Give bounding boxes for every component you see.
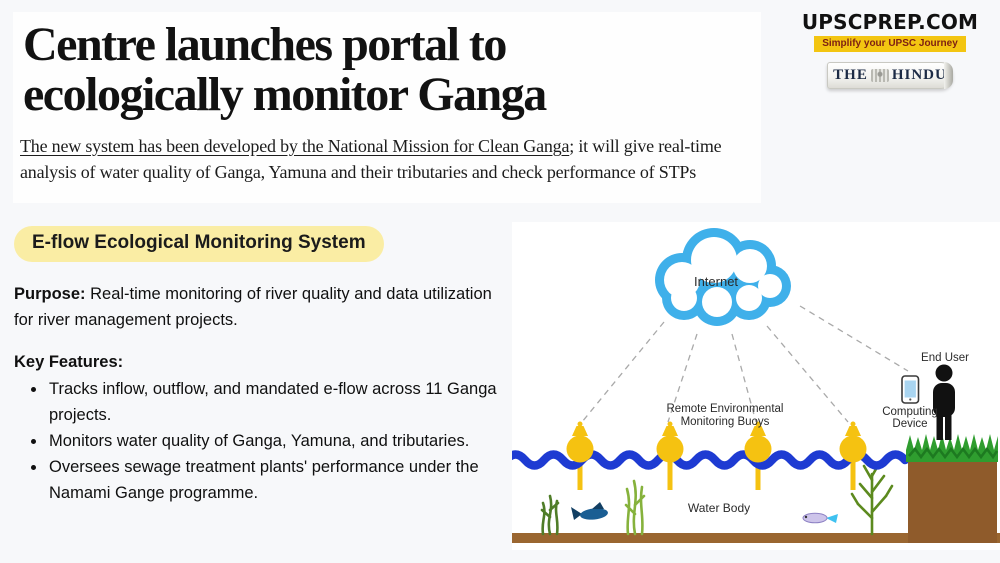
fish-icon — [571, 502, 608, 520]
computing-device-icon — [901, 375, 920, 404]
news-subheadline: The new system has been developed by the… — [20, 134, 761, 186]
headline-line-2: ecologically monitor Ganga — [23, 68, 547, 122]
buoy-icon — [839, 421, 867, 463]
the-hindu-logo: THE HINDU — [827, 62, 953, 89]
buoy-icon — [566, 421, 594, 463]
device-label-line1: Computing — [882, 406, 938, 418]
device-label-line2: Device — [892, 418, 927, 430]
topic-title-highlight: E-flow Ecological Monitoring System — [14, 226, 384, 262]
plant-icon — [540, 494, 560, 536]
buoy-icon — [744, 421, 772, 463]
list-item: Monitors water quality of Ganga, Yamuna,… — [47, 428, 499, 454]
water-surface-wave — [512, 450, 910, 470]
fish-icon — [802, 512, 838, 524]
purpose-paragraph: Purpose: Real-time monitoring of river q… — [14, 281, 500, 333]
hindu-masthead-emblem-icon — [870, 69, 889, 82]
buoys-label-line2: Monitoring Buoys — [681, 416, 770, 428]
monitoring-system-diagram: Internet — [512, 222, 1000, 550]
hindu-logo-hindu: HINDU — [891, 67, 947, 83]
brand-block: UPSCPREP.COM Simplify your UPSC Journey … — [802, 10, 978, 89]
key-features-list: Tracks inflow, outflow, and mandated e-f… — [14, 376, 514, 506]
hindu-logo-the: THE — [833, 67, 868, 83]
water-body-label: Water Body — [688, 501, 750, 515]
river-bank — [908, 458, 997, 543]
subheadline-line-2: analysis of water quality of Ganga, Yamu… — [20, 161, 696, 182]
headline-line-1: Centre launches portal to — [23, 18, 507, 71]
internet-label: Internet — [694, 274, 738, 289]
brand-tagline-badge: Simplify your UPSC Journey — [814, 36, 966, 52]
riverbed — [512, 533, 1000, 543]
buoys-label-line1: Remote Environmental — [667, 403, 784, 415]
key-features-label: Key Features: — [14, 353, 124, 371]
purpose-text: Real-time monitoring of river quality an… — [14, 285, 492, 330]
brand-name: UPSCPREP.COM — [801, 10, 979, 34]
end-user-person-icon — [933, 364, 955, 440]
subheadline-rest: ; it will give real-time — [569, 135, 722, 156]
internet-cloud-icon: Internet — [655, 228, 791, 326]
cloud-connection-lines — [581, 305, 909, 423]
end-user-label: End User — [921, 352, 969, 364]
plant-icon — [624, 479, 646, 536]
grass-icon — [906, 434, 999, 462]
list-item: Oversees sewage treatment plants' perfor… — [47, 454, 499, 506]
list-item: Tracks inflow, outflow, and mandated e-f… — [47, 376, 499, 428]
key-features-section: Key Features: Tracks inflow, outflow, an… — [14, 349, 514, 506]
buoy-icon — [656, 421, 684, 463]
purpose-label: Purpose: — [14, 285, 86, 303]
monitoring-buoys — [566, 421, 867, 463]
subheadline-underlined: The new system has been developed by the… — [20, 135, 570, 156]
